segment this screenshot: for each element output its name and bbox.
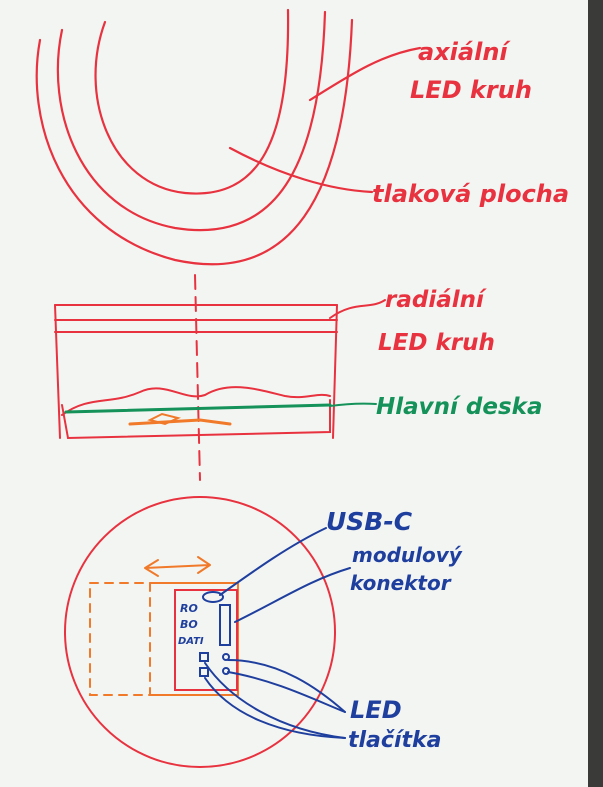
main-board-leader	[329, 402, 377, 407]
led-leader-2	[227, 671, 346, 713]
touch-surface-leader	[228, 146, 374, 194]
radial-led-ring-label-2: LED kruh	[378, 330, 495, 356]
button-2	[199, 667, 209, 677]
board-mark-dati: DATI	[178, 636, 204, 647]
main-board	[64, 403, 332, 414]
top-view-drawing	[35, 8, 422, 266]
usb-c-port	[202, 591, 224, 603]
base-plate	[174, 589, 238, 691]
axial-led-ring-label-1: axiální	[418, 38, 511, 66]
axial-ring-leader	[308, 46, 422, 102]
housing-wave	[61, 386, 331, 416]
led-1	[222, 653, 230, 661]
button-leader-1	[204, 662, 346, 739]
outer-ring	[35, 18, 354, 266]
led-2	[222, 667, 230, 675]
usb-c-label: USB-C	[326, 507, 413, 536]
bottom-view-drawing	[64, 496, 351, 768]
right-wall	[332, 304, 338, 439]
middle-ring	[56, 10, 327, 232]
sub-board-connector	[147, 412, 181, 426]
board-edge	[588, 0, 603, 787]
board-mark-ro: RO	[180, 602, 198, 615]
side-view-drawing	[54, 274, 386, 481]
center-axis	[194, 274, 201, 481]
board-mark-bo: BO	[180, 618, 198, 631]
axial-led-ring-label-2: LED kruh	[410, 76, 532, 104]
usb-c-leader	[219, 527, 327, 596]
led-label: LED	[350, 696, 402, 724]
slide-arrow	[144, 556, 211, 577]
radial-led-ring-label-1: radiální	[385, 287, 487, 313]
whiteboard-surface	[0, 0, 590, 787]
inner-ring	[94, 8, 290, 195]
modular-connector-slot	[219, 604, 231, 646]
sub-board	[128, 418, 232, 426]
led-leader-1	[227, 659, 346, 713]
button-leader-2	[204, 677, 346, 739]
outer-circle	[64, 496, 336, 768]
main-board-drawing	[64, 402, 377, 426]
left-wall	[54, 304, 61, 439]
modular-connector-label-2: konektor	[350, 571, 452, 595]
buttons-label: tlačítka	[348, 728, 441, 753]
modular-connector-label-1: modulový	[352, 543, 463, 567]
touch-surface-label: tlaková plocha	[372, 180, 569, 208]
button-1	[199, 652, 209, 662]
radial-ring-leader	[329, 299, 386, 319]
main-board-label: Hlavní deska	[376, 394, 542, 420]
connector-leader	[234, 567, 351, 623]
